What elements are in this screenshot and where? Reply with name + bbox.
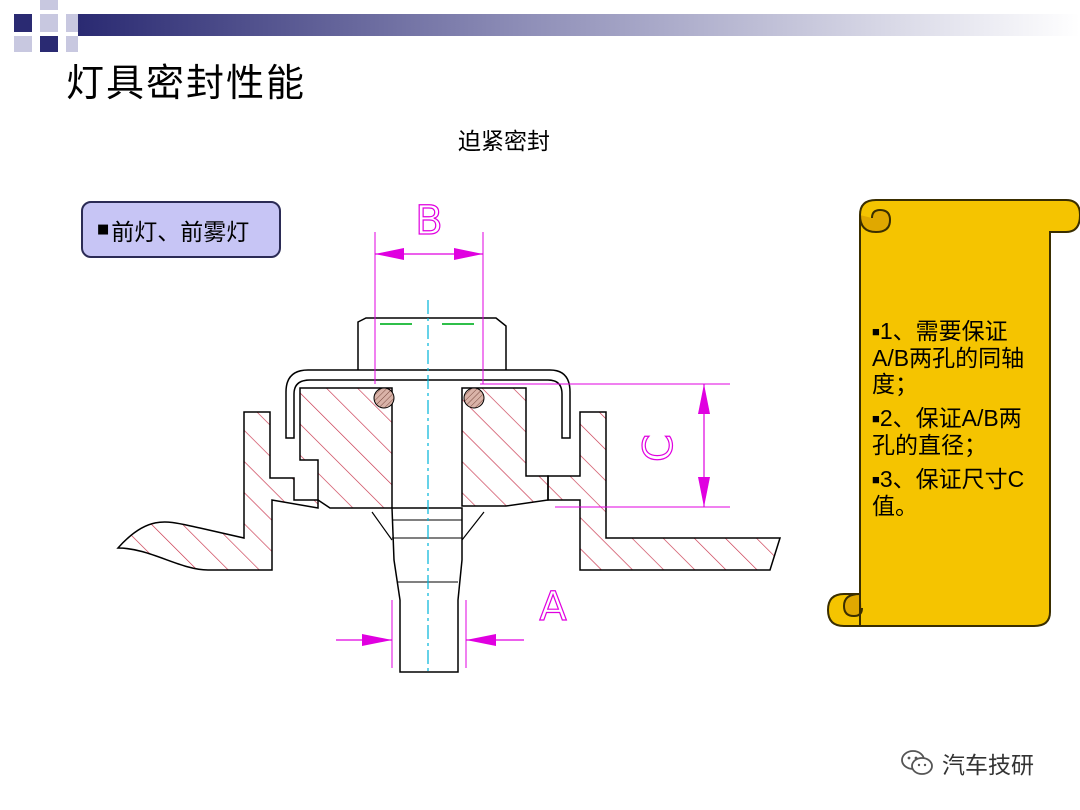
note-item: ■1、需要保证A/B两孔的同轴度；: [872, 318, 1040, 397]
u-clip: [285, 369, 571, 439]
dimension-b-label: B: [415, 198, 442, 244]
bullet-icon: ■: [97, 222, 110, 237]
footer-watermark: 汽车技研: [900, 746, 1034, 780]
left-housing-section: [116, 411, 319, 571]
bullet-icon: ■: [872, 472, 880, 487]
note-text: 1、需要保证A/B两孔的同轴度；: [872, 318, 1025, 397]
wechat-icon: [901, 750, 933, 775]
o-ring-left: [373, 387, 395, 409]
note-text: 3、保证尺寸C值。: [872, 466, 1025, 519]
notes-list: ■1、需要保证A/B两孔的同轴度； ■2、保证A/B两孔的直径； ■3、保证尺寸…: [872, 318, 1040, 527]
shaft: [391, 507, 463, 673]
dimension-a-label: A: [539, 584, 567, 630]
drawing-subtitle: 迫紧密封: [458, 129, 550, 155]
dimension-c-label: C: [636, 434, 682, 462]
note-item: ■2、保证A/B两孔的直径；: [872, 405, 1040, 458]
header-decoration: [14, 0, 1080, 52]
note-text: 2、保证A/B两孔的直径；: [872, 405, 1022, 458]
note-item: ■3、保证尺寸C值。: [872, 466, 1040, 519]
bullet-icon: ■: [872, 411, 880, 426]
right-housing-section: [547, 411, 782, 571]
bullet-icon: ■: [872, 324, 880, 339]
slide-title: 灯具密封性能: [66, 61, 307, 105]
o-ring-right: [463, 387, 485, 409]
left-upper-block: [299, 387, 393, 509]
lamp-type-text: 前灯、前雾灯: [111, 219, 250, 246]
lamp-type-label: ■ 前灯、前雾灯: [81, 201, 281, 258]
footer-brand: 汽车技研: [942, 753, 1034, 779]
